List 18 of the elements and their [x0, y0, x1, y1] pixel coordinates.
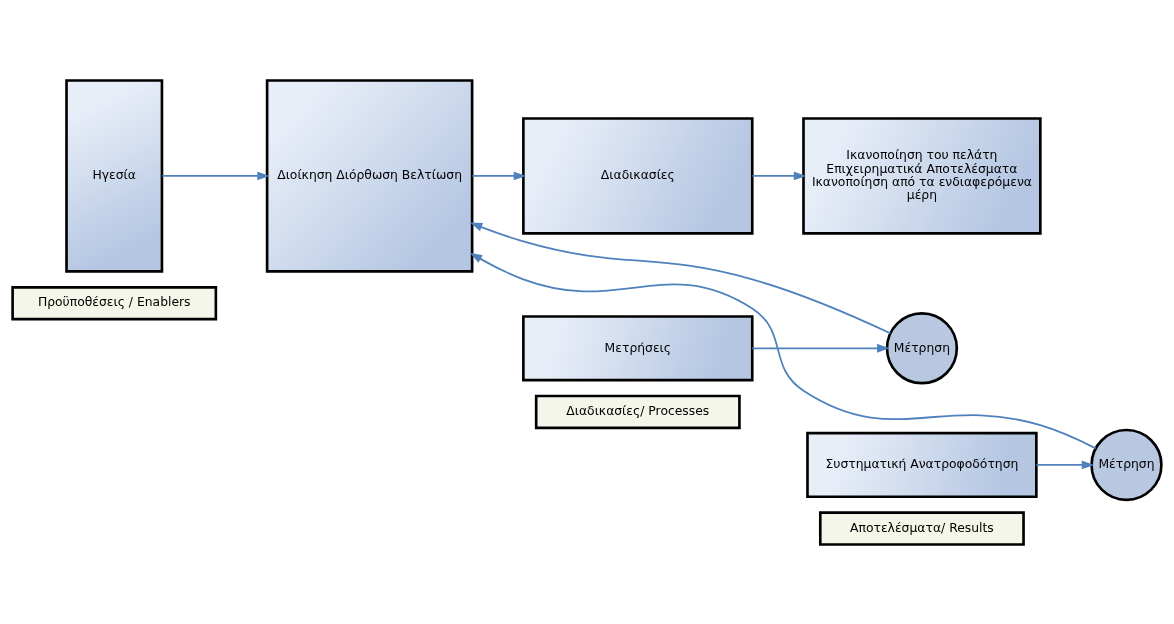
- node-box: Διαδικασίες: [522, 116, 754, 235]
- arrow: [1035, 460, 1095, 469]
- arrow: [469, 252, 1097, 449]
- node-box: Διοίκηση Διόρθωση Βελτίωση: [265, 78, 474, 273]
- arrow: [161, 171, 270, 180]
- node-box: Ικανοποίηση του πελάτη Επιχειρηματικά Αποτελέσματα Ικανοποίηση από τα ενδιαφερόμενα μέρη: [802, 116, 1042, 235]
- arrow: [469, 222, 892, 334]
- arrow: [471, 171, 527, 180]
- node-box: Συστηματική Ανατροφοδότηση: [806, 431, 1038, 498]
- node-box: Ηγεσία: [65, 78, 164, 273]
- node-box: Αποτελέσματα/ Results: [818, 510, 1025, 546]
- arrow: [751, 171, 807, 180]
- node-box: Μετρήσεις: [522, 314, 754, 381]
- node-box: Προϋποθέσεις / Enablers: [11, 285, 218, 320]
- arrow: [751, 343, 890, 353]
- node-circle: Μέτρηση: [885, 311, 959, 384]
- node-box: Διαδικασίες/ Processes: [534, 394, 741, 429]
- node-circle: Μέτρηση: [1090, 428, 1163, 501]
